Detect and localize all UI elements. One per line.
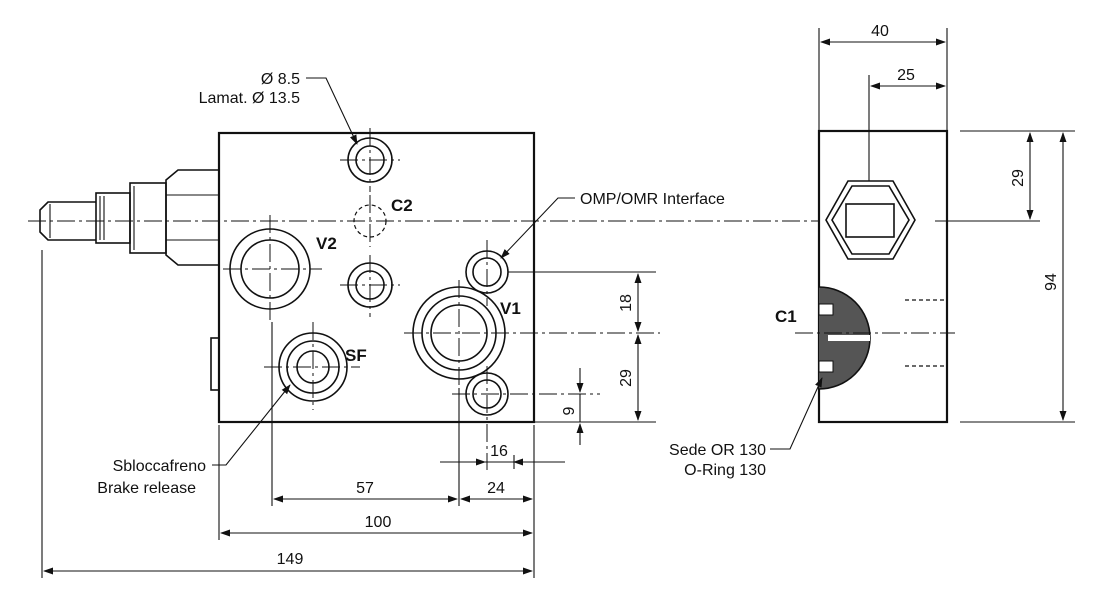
port-v2-label: V2 [316, 234, 337, 253]
dim-29-side: 29 [1010, 169, 1027, 187]
dim-25: 25 [897, 67, 915, 84]
oring-text: O-Ring 130 [684, 462, 766, 479]
dim-94: 94 [1043, 273, 1060, 291]
brake-release-note: Sbloccafreno Brake release [97, 384, 291, 497]
interface-note: OMP/OMR Interface [500, 191, 725, 259]
port-v1-label: V1 [500, 299, 521, 318]
dim-16: 16 [490, 443, 508, 460]
front-dimensions: 57 24 100 149 16 18 29 9 [41, 250, 656, 578]
dim-18: 18 [618, 294, 635, 312]
port-sf-label: SF [345, 346, 367, 365]
port-c2-hidden [353, 195, 387, 247]
hole-diameter-text: Ø 8.5 [261, 71, 300, 88]
hex-plug [825, 180, 916, 260]
dim-29-front: 29 [618, 369, 635, 387]
valve-body-outline [217, 131, 536, 424]
side-view: C1 40 25 29 94 [775, 23, 1075, 424]
port-c1-label: C1 [775, 307, 797, 326]
port-c2-label: C2 [391, 196, 413, 215]
mounting-hole-top [340, 128, 400, 192]
front-view: C2 V2 V1 [28, 128, 820, 506]
brake-release-en: Brake release [97, 480, 196, 497]
dim-57: 57 [356, 480, 374, 497]
dim-24: 24 [487, 480, 505, 497]
brake-release-it: Sbloccafreno [113, 458, 206, 475]
side-boss [210, 337, 220, 391]
dim-149: 149 [277, 551, 304, 568]
dim-40: 40 [871, 23, 889, 40]
oring-seat-text: Sede OR 130 [669, 442, 766, 459]
port-v2 [223, 215, 322, 322]
oring-note: Sede OR 130 O-Ring 130 [669, 377, 823, 479]
port-v1 [404, 280, 660, 388]
cartridge-valve [39, 169, 219, 266]
dim-100: 100 [365, 514, 392, 531]
port-c1-section [795, 286, 955, 390]
spotface-text: Lamat. Ø 13.5 [199, 90, 300, 107]
mounting-hole-middle [340, 255, 400, 317]
side-body-outline [817, 129, 949, 424]
hole-note: Ø 8.5 Lamat. Ø 13.5 [199, 71, 358, 145]
dim-9: 9 [561, 406, 578, 415]
port-sf [264, 322, 360, 410]
interface-hole-lower [452, 366, 600, 470]
interface-text: OMP/OMR Interface [580, 191, 725, 208]
